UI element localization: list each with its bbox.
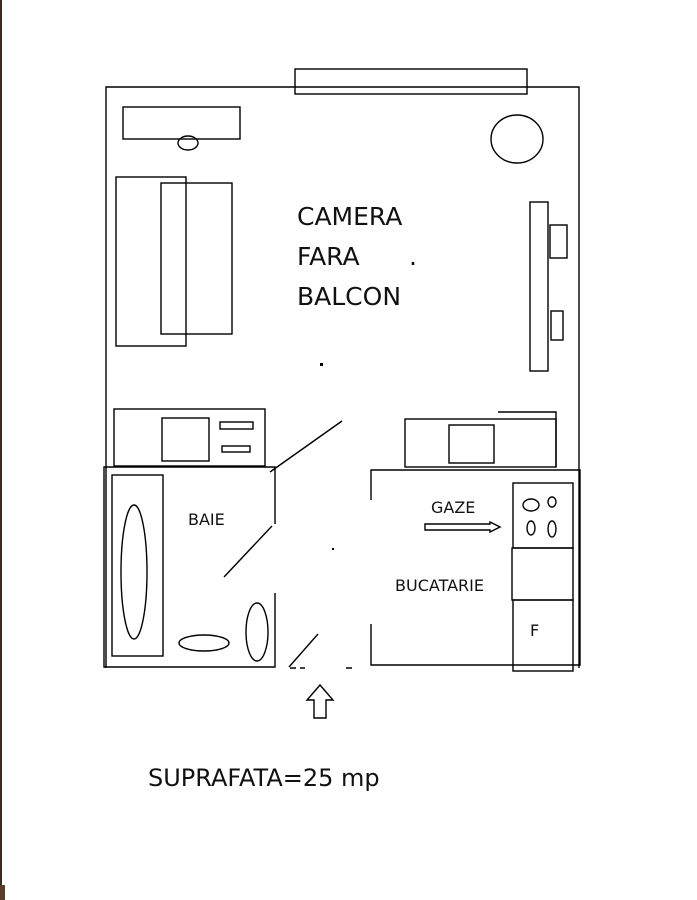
hall-dot bbox=[332, 548, 334, 550]
bed bbox=[115, 176, 187, 347]
bed-cover bbox=[160, 182, 233, 335]
window bbox=[294, 68, 528, 95]
cabinet bbox=[113, 408, 266, 467]
bathroom-wall bbox=[103, 466, 276, 668]
sink-cabinet bbox=[511, 547, 574, 601]
stove bbox=[512, 482, 574, 549]
bathtub-basin bbox=[120, 504, 148, 640]
burner bbox=[526, 520, 536, 536]
gas-label: GAZE bbox=[431, 498, 475, 517]
chair bbox=[177, 135, 199, 151]
bathtub bbox=[111, 474, 164, 657]
fridge-label: F bbox=[530, 621, 539, 640]
outer-wall bbox=[105, 86, 580, 668]
shelf-top bbox=[549, 224, 568, 259]
shelf-bottom bbox=[550, 310, 564, 341]
round-table bbox=[490, 114, 544, 164]
gas-arrow-icon bbox=[424, 520, 502, 534]
bathroom bbox=[103, 466, 352, 669]
counter bbox=[404, 418, 557, 468]
wardrobe bbox=[529, 201, 549, 372]
toilet bbox=[245, 602, 269, 662]
area-label: SUPRAFATA=25 mp bbox=[148, 764, 380, 792]
entrance-door bbox=[288, 633, 319, 668]
bathroom-door bbox=[223, 525, 273, 578]
room-label-dot: . bbox=[409, 242, 417, 271]
entrance-arrow-icon bbox=[305, 683, 335, 719]
kitchen-wall bbox=[370, 469, 581, 666]
burner bbox=[547, 520, 557, 538]
counter-edge bbox=[498, 411, 557, 467]
room-label-line2: FARA bbox=[297, 242, 360, 271]
main-room bbox=[105, 68, 580, 668]
room-label-line1: CAMERA bbox=[297, 202, 402, 231]
kitchen-label: BUCATARIE bbox=[395, 576, 484, 595]
cabinet-drawer-2 bbox=[221, 445, 251, 453]
kitchen bbox=[370, 469, 581, 672]
burner bbox=[522, 498, 540, 512]
door-swing bbox=[269, 420, 343, 473]
cabinet-box bbox=[161, 417, 210, 462]
dot bbox=[320, 363, 323, 366]
desk bbox=[122, 106, 241, 140]
room-label-line3: BALCON bbox=[297, 282, 401, 311]
sink bbox=[178, 634, 230, 652]
cabinet-drawer-1 bbox=[219, 421, 254, 430]
fridge bbox=[512, 599, 574, 672]
corner-mark bbox=[0, 885, 5, 900]
bathroom-label: BAIE bbox=[188, 510, 225, 529]
burner bbox=[547, 496, 557, 508]
counter-box bbox=[448, 424, 495, 464]
